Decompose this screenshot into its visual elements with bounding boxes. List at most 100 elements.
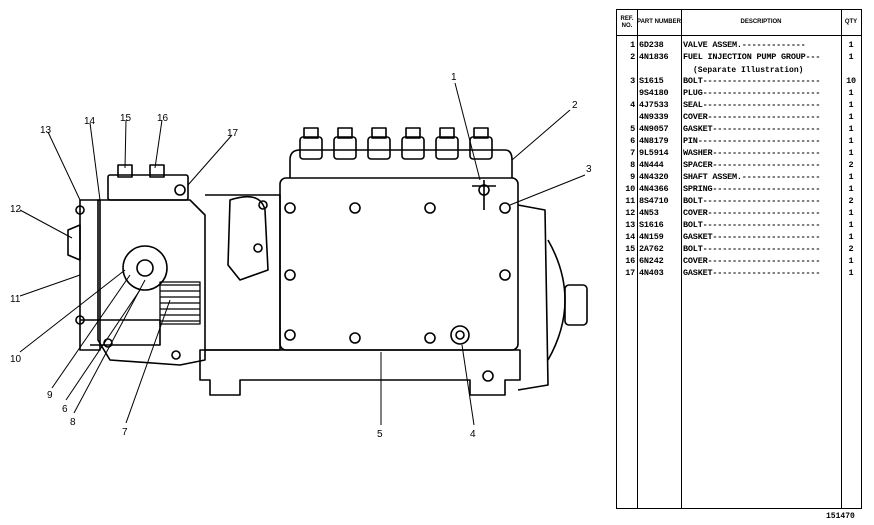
description-cell: SHAFT ASSEM.---------------- bbox=[683, 172, 821, 182]
qty-cell: 1 bbox=[848, 136, 854, 146]
part-number-cell: 4N159 bbox=[639, 232, 664, 242]
part-number-cell: 2A762 bbox=[639, 244, 664, 254]
description-cell: COVER----------------------- bbox=[683, 112, 821, 122]
ref-cell: 17 bbox=[625, 268, 635, 278]
description-cell: BOLT------------------------ bbox=[683, 220, 821, 230]
callout-9: 9 bbox=[47, 390, 53, 401]
ref-cell: 14 bbox=[625, 232, 635, 242]
part-number-cell: 9L5914 bbox=[639, 148, 669, 158]
delivery-valve-fittings bbox=[299, 127, 493, 160]
qty-cell: 1 bbox=[848, 40, 854, 50]
description-cell: SPACER---------------------- bbox=[683, 160, 821, 170]
description-cell: GASKET---------------------- bbox=[683, 124, 821, 134]
qty-cell: 1 bbox=[848, 148, 854, 158]
part-number-cell: 4N9057 bbox=[639, 124, 669, 134]
callout-2: 2 bbox=[572, 100, 578, 111]
ref-cell: 6 bbox=[630, 136, 635, 146]
callout-15: 15 bbox=[120, 113, 132, 124]
ref-cell: 2 bbox=[630, 52, 635, 62]
qty-cell: 1 bbox=[848, 52, 854, 62]
qty-cell: 1 bbox=[848, 172, 854, 182]
callout-5: 5 bbox=[377, 429, 383, 440]
fuel-pump-illustration: 1 2 3 4 5 6 7 8 9 10 11 12 13 14 15 16 1… bbox=[10, 72, 592, 440]
qty-cell: 2 bbox=[848, 196, 854, 206]
qty-cell: 1 bbox=[848, 184, 854, 194]
header-part-number: PART NUMBER bbox=[637, 10, 681, 36]
description-cell: BOLT------------------------ bbox=[683, 244, 821, 254]
part-number-cell: 4N444 bbox=[639, 160, 664, 170]
part-number-cell: 9S4180 bbox=[639, 88, 669, 98]
qty-cell: 2 bbox=[848, 244, 854, 254]
qty-cell: 1 bbox=[848, 88, 854, 98]
part-number-cell: 6D238 bbox=[639, 40, 664, 50]
callout-8: 8 bbox=[70, 417, 76, 428]
description-cell: COVER----------------------- bbox=[683, 256, 821, 266]
callout-10: 10 bbox=[10, 354, 22, 365]
part-number-cell: S1616 bbox=[639, 220, 664, 230]
description-cell: COVER----------------------- bbox=[683, 208, 821, 218]
callout-1: 1 bbox=[451, 72, 457, 83]
header-description: DESCRIPTION bbox=[681, 10, 841, 36]
part-number-cell: 4N4366 bbox=[639, 184, 669, 194]
ref-cell: 13 bbox=[625, 220, 635, 230]
part-number-cell: 4J7533 bbox=[639, 100, 669, 110]
ref-cell: 1 bbox=[630, 40, 635, 50]
separate-illustration-note: (Separate Illustration) bbox=[693, 66, 804, 75]
description-cell: BOLT------------------------ bbox=[683, 76, 821, 86]
ref-cell: 5 bbox=[630, 124, 635, 134]
qty-cell: 1 bbox=[848, 208, 854, 218]
description-cell: GASKET---------------------- bbox=[683, 268, 821, 278]
ref-cell: 10 bbox=[625, 184, 635, 194]
ref-cell: 9 bbox=[630, 172, 635, 182]
callout-7: 7 bbox=[122, 427, 128, 438]
description-cell: PLUG------------------------ bbox=[683, 88, 821, 98]
ref-cell: 12 bbox=[625, 208, 635, 218]
callout-4: 4 bbox=[470, 429, 476, 440]
ref-cell: 3 bbox=[630, 76, 635, 86]
ref-cell: 7 bbox=[630, 148, 635, 158]
description-cell: WASHER---------------------- bbox=[683, 148, 821, 158]
qty-cell: 1 bbox=[848, 100, 854, 110]
callout-16: 16 bbox=[157, 113, 169, 124]
callout-12: 12 bbox=[10, 204, 22, 215]
description-cell: SPRING---------------------- bbox=[683, 184, 821, 194]
callout-labels: 1 2 3 4 5 6 7 8 9 10 11 12 13 14 15 16 1… bbox=[10, 72, 592, 440]
governor-spring bbox=[159, 281, 201, 325]
ref-cell: 16 bbox=[625, 256, 635, 266]
part-number-cell: 4N1836 bbox=[639, 52, 669, 62]
qty-cell: 1 bbox=[848, 220, 854, 230]
ref-cell: 11 bbox=[625, 196, 635, 206]
ref-cell: 15 bbox=[625, 244, 635, 254]
description-cell: SEAL------------------------ bbox=[683, 100, 821, 110]
qty-cell: 10 bbox=[846, 76, 856, 86]
callout-3: 3 bbox=[586, 164, 592, 175]
description-cell: FUEL INJECTION PUMP GROUP--- bbox=[683, 52, 821, 62]
part-number-cell: 4N9339 bbox=[639, 112, 669, 122]
header-qty: QTY bbox=[841, 10, 861, 36]
qty-cell: 1 bbox=[848, 112, 854, 122]
qty-cell: 1 bbox=[848, 232, 854, 242]
description-cell: BOLT------------------------ bbox=[683, 196, 821, 206]
part-number-cell: 4N53 bbox=[639, 208, 659, 218]
drive-end bbox=[517, 204, 549, 391]
callout-13: 13 bbox=[40, 125, 52, 136]
callout-6: 6 bbox=[62, 404, 68, 415]
drain-plug bbox=[450, 325, 470, 345]
ref-cell: 8 bbox=[630, 160, 635, 170]
description-cell: VALVE ASSEM.------------- bbox=[683, 40, 806, 50]
ref-cell: 4 bbox=[630, 100, 635, 110]
qty-cell: 1 bbox=[848, 124, 854, 134]
callout-17: 17 bbox=[227, 128, 239, 139]
part-number-cell: 4N4320 bbox=[639, 172, 669, 182]
description-cell: PIN------------------------- bbox=[683, 136, 821, 146]
description-cell: GASKET---------------------- bbox=[683, 232, 821, 242]
qty-cell: 1 bbox=[848, 268, 854, 278]
part-number-cell: 4N403 bbox=[639, 268, 664, 278]
part-number-cell: 8S4710 bbox=[639, 196, 669, 206]
part-number-cell: S1615 bbox=[639, 76, 664, 86]
leader-lines bbox=[19, 82, 586, 426]
part-number-cell: 4N8179 bbox=[639, 136, 669, 146]
shaft-hub bbox=[122, 245, 168, 291]
housing-bolts bbox=[284, 202, 511, 382]
